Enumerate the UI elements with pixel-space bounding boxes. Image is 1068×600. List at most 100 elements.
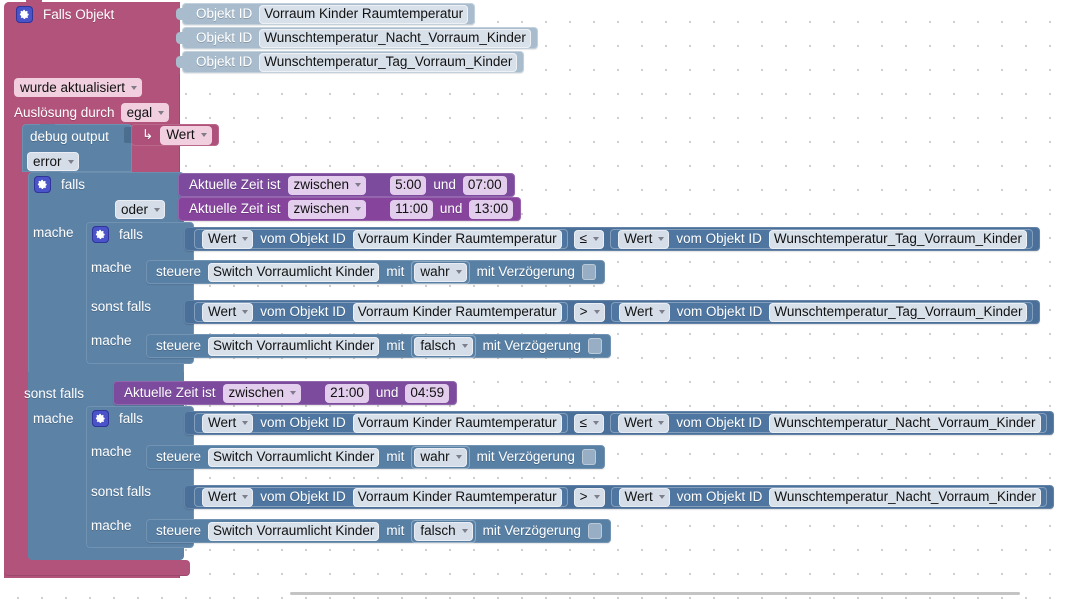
trigger-source-dropdown[interactable]: egal — [120, 103, 170, 122]
trigger-condition-dropdown[interactable]: wurde aktualisiert — [14, 78, 143, 97]
time-mode-dropdown[interactable]: zwischen — [222, 383, 302, 403]
object-id-field[interactable]: Wunschtemperatur_Nacht_Vorraum_Kinder — [769, 487, 1041, 507]
time-condition-block[interactable]: Aktuelle Zeit ist zwischen 21:00 und 04:… — [113, 381, 458, 405]
value-type-dropdown[interactable]: Wert — [202, 487, 254, 507]
if-row[interactable]: falls — [92, 410, 143, 427]
control-with-label: mit — [386, 523, 405, 539]
object-id-block[interactable]: Objekt ID Wunschtemperatur_Tag_Vorraum_K… — [176, 51, 525, 73]
trigger-condition-row[interactable]: wurde aktualisiert — [14, 78, 143, 97]
delay-input-slot[interactable] — [581, 264, 596, 280]
value-type-dropdown[interactable]: Wert — [202, 229, 254, 249]
object-id-field[interactable]: Vorraum Kinder Raumtemperatur — [259, 4, 469, 24]
control-target-field[interactable]: Switch Vorraumlicht Kinder — [208, 262, 380, 282]
value-type-dropdown[interactable]: Wert — [618, 302, 670, 322]
control-with-label: mit — [386, 264, 405, 280]
object-id-field[interactable]: Vorraum Kinder Raumtemperatur — [352, 302, 562, 322]
value-type-dropdown[interactable]: Wert — [618, 229, 670, 249]
boolean-dropdown[interactable]: wahr — [414, 262, 467, 282]
time-to-field[interactable]: 04:59 — [405, 383, 450, 403]
horizontal-scrollbar[interactable] — [290, 592, 1020, 595]
object-id-field[interactable]: Wunschtemperatur_Tag_Vorraum_Kinder — [769, 302, 1028, 322]
object-id-block[interactable]: Objekt ID Wunschtemperatur_Nacht_Vorraum… — [176, 27, 538, 49]
gear-icon[interactable] — [92, 410, 109, 427]
value-type-dropdown[interactable]: Wert — [202, 413, 254, 433]
time-mode-dropdown[interactable]: zwischen — [287, 199, 367, 219]
comparison-block[interactable]: Wert vom Objekt ID Vorraum Kinder Raumte… — [184, 485, 1054, 509]
control-block[interactable]: steuere Switch Vorraumlicht Kinder mit w… — [146, 260, 605, 284]
value-type-dropdown[interactable]: Wert — [618, 487, 670, 507]
time-from-field[interactable]: 5:00 — [390, 175, 427, 195]
get-value-block[interactable]: Wert vom Objekt ID Wunschtemperatur_Nach… — [610, 413, 1047, 433]
get-value-block[interactable]: Wert vom Objekt ID Vorraum Kinder Raumte… — [194, 229, 568, 249]
boolean-dropdown[interactable]: falsch — [414, 521, 473, 541]
delay-input-slot[interactable] — [587, 523, 602, 539]
chevron-down-icon — [242, 421, 249, 425]
trigger-title-row[interactable]: Falls Objekt — [16, 6, 114, 23]
get-value-block[interactable]: Wert vom Objekt ID Wunschtemperatur_Nach… — [610, 487, 1047, 507]
comparison-block[interactable]: Wert vom Objekt ID Vorraum Kinder Raumte… — [184, 227, 1040, 251]
gear-icon[interactable] — [92, 226, 109, 243]
object-id-block[interactable]: Objekt ID Vorraum Kinder Raumtemperatur — [176, 3, 476, 25]
time-to-field[interactable]: 07:00 — [462, 175, 507, 195]
operator-dropdown[interactable]: ≤ — [573, 413, 605, 433]
comparison-block[interactable]: Wert vom Objekt ID Vorraum Kinder Raumte… — [184, 300, 1041, 324]
boolean-dropdown[interactable]: falsch — [414, 336, 473, 356]
logic-or-row[interactable]: oder — [115, 200, 166, 219]
boolean-value-slot[interactable]: falsch — [411, 520, 475, 543]
control-target-field[interactable]: Switch Vorraumlicht Kinder — [208, 521, 380, 541]
debug-output-value-slot[interactable] — [124, 127, 133, 143]
delay-input-slot[interactable] — [581, 449, 596, 465]
time-to-field[interactable]: 13:00 — [469, 199, 514, 219]
debug-severity-row[interactable]: error — [27, 152, 79, 171]
control-target-field[interactable]: Switch Vorraumlicht Kinder — [208, 336, 380, 356]
time-condition-block[interactable]: Aktuelle Zeit ist zwischen 5:00 und 07:0… — [178, 173, 515, 197]
control-block[interactable]: steuere Switch Vorraumlicht Kinder mit f… — [146, 519, 611, 543]
trigger-source-label: Auslösung durch — [14, 104, 115, 120]
chevron-down-icon — [355, 207, 362, 211]
comparison-block[interactable]: Wert vom Objekt ID Vorraum Kinder Raumte… — [184, 411, 1054, 435]
boolean-value-slot[interactable]: wahr — [411, 446, 469, 469]
debug-severity-dropdown[interactable]: error — [27, 152, 79, 171]
get-value-block[interactable]: Wert vom Objekt ID Vorraum Kinder Raumte… — [194, 413, 568, 433]
control-target-field[interactable]: Switch Vorraumlicht Kinder — [208, 447, 380, 467]
object-id-field[interactable]: Vorraum Kinder Raumtemperatur — [352, 413, 562, 433]
logic-or-dropdown[interactable]: oder — [115, 200, 166, 219]
time-from-field[interactable]: 21:00 — [325, 383, 369, 403]
return-value-dropdown[interactable]: Wert — [160, 125, 212, 145]
time-condition-block[interactable]: Aktuelle Zeit ist zwischen 11:00 und 13:… — [178, 197, 522, 221]
if-row[interactable]: falls — [34, 176, 85, 193]
boolean-value-slot[interactable]: falsch — [411, 335, 475, 358]
object-id-field[interactable]: Wunschtemperatur_Nacht_Vorraum_Kinder — [259, 28, 531, 48]
if-row[interactable]: falls — [92, 226, 143, 243]
get-value-block[interactable]: Wert vom Objekt ID Vorraum Kinder Raumte… — [194, 302, 568, 322]
gear-icon[interactable] — [34, 176, 51, 193]
gear-icon[interactable] — [16, 6, 33, 23]
delay-input-slot[interactable] — [587, 338, 602, 354]
get-value-block[interactable]: Wert vom Objekt ID Wunschtemperatur_Tag_… — [610, 302, 1034, 322]
get-value-block[interactable]: Wert vom Objekt ID Wunschtemperatur_Tag_… — [610, 229, 1033, 249]
operator-dropdown[interactable]: ≤ — [573, 229, 605, 249]
object-id-field[interactable]: Vorraum Kinder Raumtemperatur — [352, 229, 562, 249]
trigger-source-row[interactable]: Auslösung durch egal — [14, 103, 170, 122]
control-block[interactable]: steuere Switch Vorraumlicht Kinder mit f… — [146, 334, 611, 358]
operator-dropdown[interactable]: > — [573, 302, 605, 322]
object-id-field[interactable]: Wunschtemperatur_Tag_Vorraum_Kinder — [259, 52, 518, 72]
object-id-field[interactable]: Wunschtemperatur_Nacht_Vorraum_Kinder — [768, 413, 1041, 433]
object-id-field[interactable]: Wunschtemperatur_Tag_Vorraum_Kinder — [768, 229, 1027, 249]
value-type-text: Wert — [208, 415, 237, 431]
control-verb: steuere — [156, 449, 202, 465]
boolean-value-slot[interactable]: wahr — [411, 261, 469, 284]
operator-dropdown[interactable]: > — [573, 487, 605, 507]
boolean-dropdown[interactable]: wahr — [414, 447, 467, 467]
time-mode-dropdown[interactable]: zwischen — [287, 175, 367, 195]
object-id-field[interactable]: Vorraum Kinder Raumtemperatur — [352, 487, 562, 507]
time-from-field[interactable]: 11:00 — [390, 199, 433, 219]
value-type-dropdown[interactable]: Wert — [618, 413, 670, 433]
control-block[interactable]: steuere Switch Vorraumlicht Kinder mit w… — [146, 445, 605, 469]
chevron-down-icon — [154, 207, 161, 212]
else-do-label-row: mache — [91, 517, 132, 535]
value-type-dropdown[interactable]: Wert — [202, 302, 254, 322]
get-value-block[interactable]: Wert vom Objekt ID Vorraum Kinder Raumte… — [194, 487, 568, 507]
return-value-block[interactable]: ↳ Wert — [131, 124, 219, 146]
